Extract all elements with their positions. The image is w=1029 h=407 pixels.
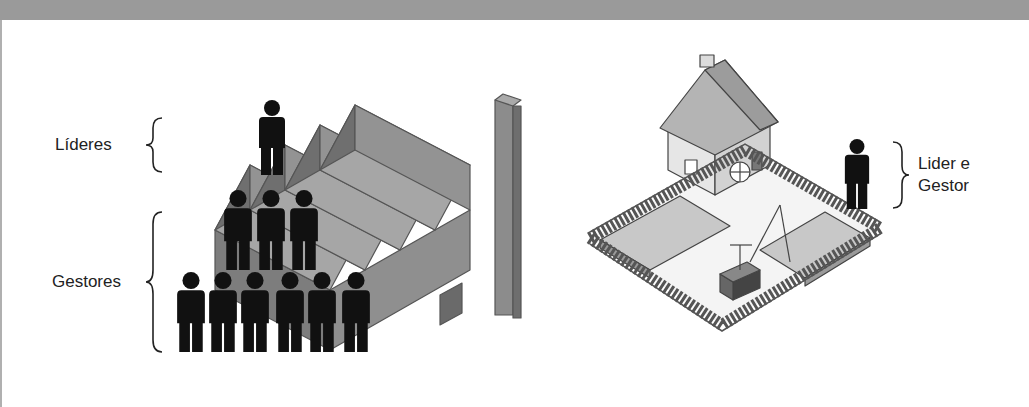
manager-icon xyxy=(241,272,269,352)
manager-icon xyxy=(342,272,370,352)
manager-icon xyxy=(308,272,336,352)
brace xyxy=(893,142,909,208)
manager-icon xyxy=(257,190,285,270)
left-rule xyxy=(0,20,2,407)
fence xyxy=(590,144,880,331)
leader-manager-icon xyxy=(845,139,869,209)
group-label: Lider e Gestor xyxy=(918,153,982,197)
brace xyxy=(146,118,162,172)
manager-icon xyxy=(209,272,237,352)
roof-face xyxy=(355,105,470,210)
group-label: Gestores xyxy=(52,271,142,293)
manager-icon xyxy=(177,272,205,352)
leader-icon xyxy=(259,100,285,175)
farm-illustration xyxy=(590,55,880,325)
roof-gable xyxy=(285,125,320,190)
group-label: Líderes xyxy=(55,134,145,156)
brace xyxy=(146,212,162,352)
top-band xyxy=(0,0,1029,20)
manager-icon xyxy=(276,272,304,352)
roof-slope xyxy=(320,105,470,230)
manager-icon xyxy=(224,190,252,270)
roof-gable xyxy=(320,105,355,170)
manager-icon xyxy=(290,190,318,270)
